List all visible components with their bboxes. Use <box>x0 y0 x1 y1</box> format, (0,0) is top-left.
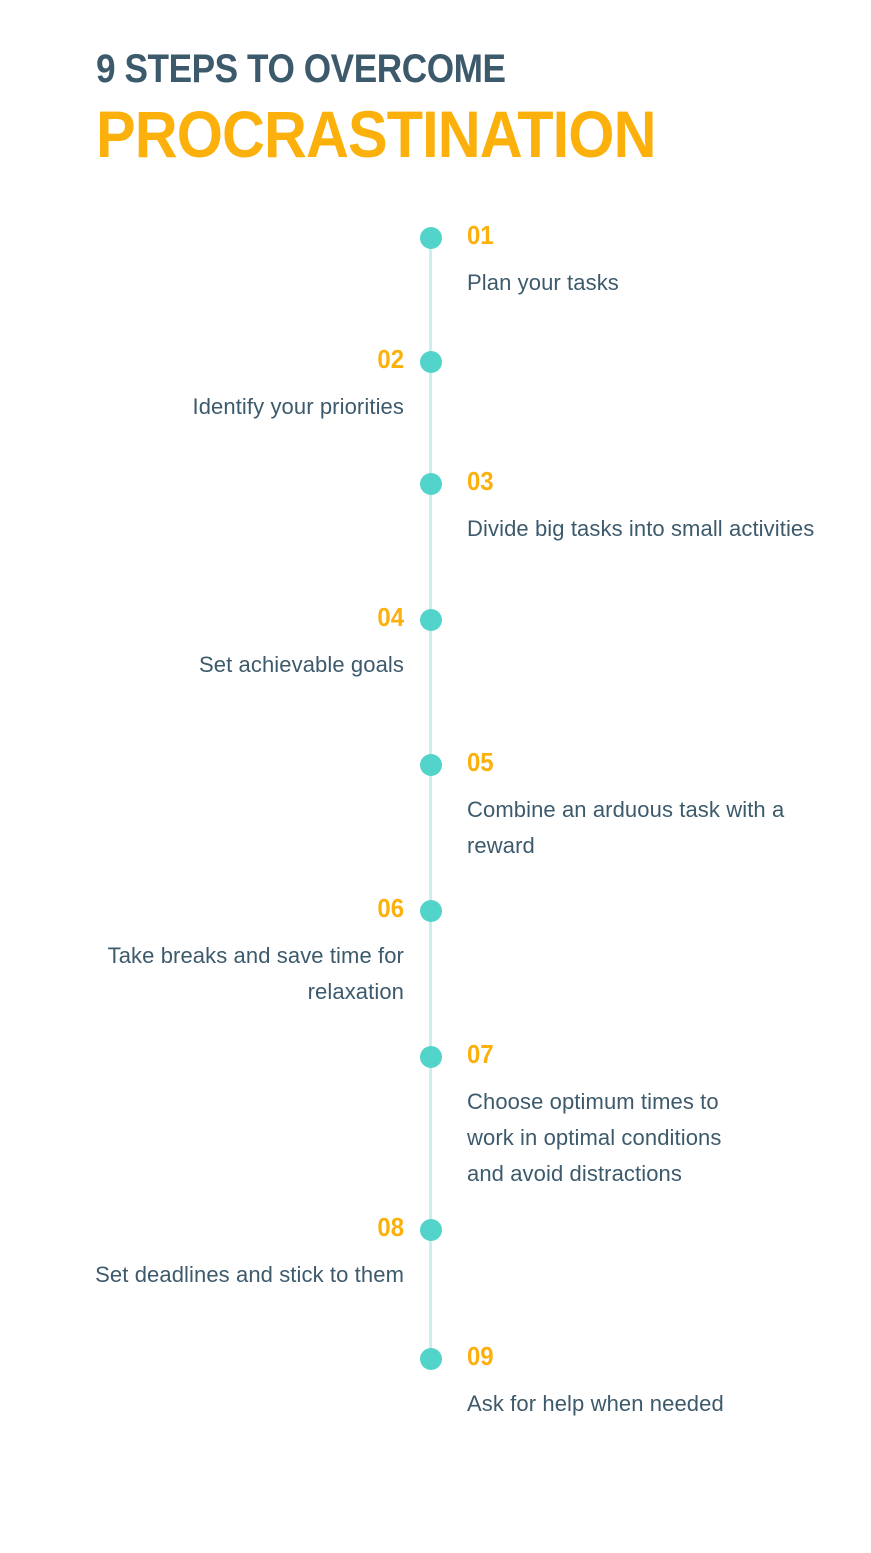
step-description: Identify your priorities <box>192 394 404 419</box>
timeline-dot-icon <box>420 900 442 922</box>
step-description: Set deadlines and stick to them <box>95 1262 404 1287</box>
timeline-dot-icon <box>420 227 442 249</box>
step-number: 06 <box>377 893 404 923</box>
timeline-axis-line <box>429 238 432 1359</box>
step-number: 04 <box>377 602 404 632</box>
timeline-dot-icon <box>420 1219 442 1241</box>
timeline-dot-icon <box>420 609 442 631</box>
step-description: Divide big tasks into small activities <box>467 516 815 541</box>
step-description: Plan your tasks <box>467 270 619 295</box>
step-description: Ask for help when needed <box>467 1391 724 1416</box>
timeline-dot-icon <box>420 754 442 776</box>
page-title: 9 Steps to Overcome Procrastination <box>96 46 796 172</box>
step-number: 01 <box>467 220 494 250</box>
title-line-highlight: Procrastination <box>96 97 656 171</box>
step-description: Take breaks and save time for relaxation <box>107 943 404 1004</box>
timeline-dot-icon <box>420 1348 442 1370</box>
step-number: 05 <box>467 747 494 777</box>
step-number: 02 <box>377 344 404 374</box>
step-description: Choose optimum times to work in optimal … <box>467 1089 722 1186</box>
timeline-dot-icon <box>420 1046 442 1068</box>
step-number: 07 <box>467 1039 494 1069</box>
step-description: Combine an arduous task with a reward <box>467 797 785 858</box>
timeline-dot-icon <box>420 473 442 495</box>
step-number: 09 <box>467 1341 494 1371</box>
step-number: 08 <box>377 1212 404 1242</box>
title-line-primary: 9 Steps to Overcome <box>96 47 506 91</box>
timeline-dot-icon <box>420 351 442 373</box>
step-description: Set achievable goals <box>198 652 404 677</box>
step-number: 03 <box>467 466 494 496</box>
